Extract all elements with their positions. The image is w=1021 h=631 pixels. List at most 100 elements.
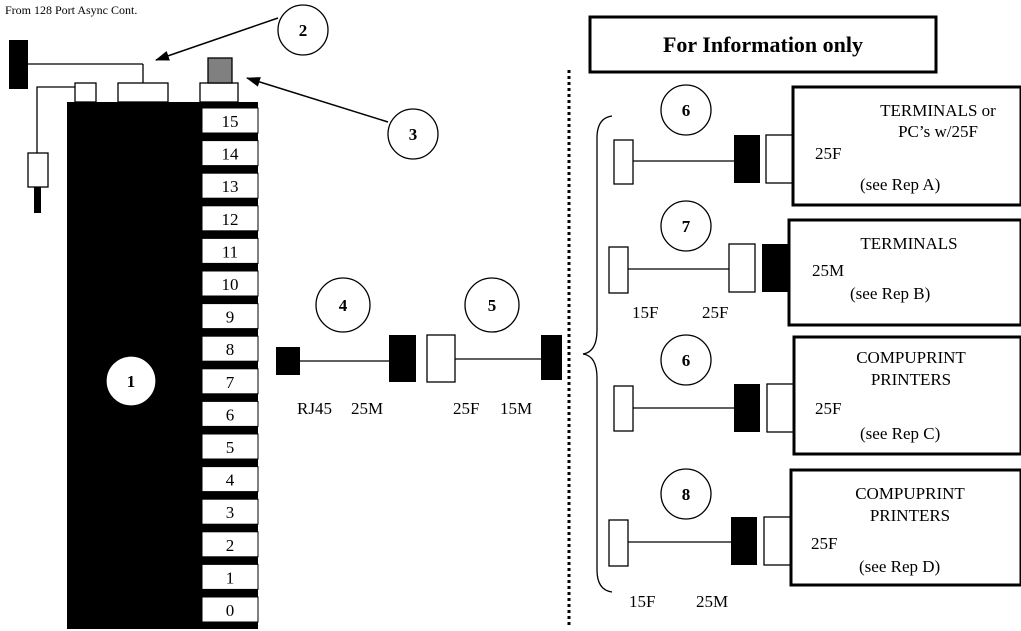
device-4-line-1: COMPUPRINT bbox=[855, 484, 965, 503]
port-box bbox=[201, 531, 259, 558]
row4-label-left: 15F bbox=[629, 592, 655, 611]
port-box bbox=[201, 172, 259, 199]
info-title: For Information only bbox=[663, 32, 863, 57]
device-box-2 bbox=[787, 218, 1021, 327]
callout-1: 1 bbox=[127, 372, 136, 391]
device-1-line-2: PC’s w/25F bbox=[898, 122, 978, 141]
row2-male-socket bbox=[762, 244, 789, 292]
row4-label-right: 25M bbox=[696, 592, 728, 611]
callout-circle-3 bbox=[387, 108, 439, 160]
port-number: 2 bbox=[226, 536, 235, 555]
row3-male-connector bbox=[734, 384, 760, 432]
port-number: 12 bbox=[222, 210, 239, 229]
callout-circle-7 bbox=[660, 200, 712, 252]
callout-7: 7 bbox=[682, 217, 691, 236]
device-3-line-1: COMPUPRINT bbox=[856, 348, 966, 367]
callout-6a: 6 bbox=[682, 101, 691, 120]
device-3-rep: (see Rep C) bbox=[860, 424, 940, 443]
port-number: 5 bbox=[226, 438, 235, 457]
port-number: 0 bbox=[226, 601, 235, 620]
db15-male-plug bbox=[541, 335, 562, 380]
port-number: 15 bbox=[222, 112, 239, 131]
label-25f: 25F bbox=[453, 399, 479, 418]
power-cable-line bbox=[36, 86, 75, 153]
port-box bbox=[201, 303, 259, 330]
curly-brace bbox=[582, 115, 613, 593]
power-plug bbox=[27, 152, 49, 188]
device-3-conn: 25F bbox=[815, 399, 841, 418]
port-box bbox=[201, 466, 259, 493]
row2-db15-connector bbox=[608, 246, 629, 294]
callout-4: 4 bbox=[339, 296, 348, 315]
port-box bbox=[201, 433, 259, 460]
row3-female-socket bbox=[766, 383, 795, 433]
callout-2: 2 bbox=[299, 21, 308, 40]
row1-db15-connector bbox=[613, 139, 634, 185]
port-box bbox=[201, 335, 259, 362]
device-1-conn: 25F bbox=[815, 144, 841, 163]
port-box bbox=[201, 596, 259, 623]
device-2-line-1: TERMINALS bbox=[860, 234, 957, 253]
device-4-line-2: PRINTERS bbox=[870, 506, 950, 525]
callout-circle-2 bbox=[277, 4, 329, 56]
host-port-connector bbox=[117, 82, 169, 103]
port-number: 3 bbox=[226, 503, 235, 522]
device-box-4 bbox=[789, 468, 1021, 587]
label-25m: 25M bbox=[351, 399, 383, 418]
power-socket bbox=[74, 82, 97, 103]
port-number: 14 bbox=[222, 145, 240, 164]
port-box bbox=[201, 107, 259, 134]
port-box bbox=[201, 237, 259, 264]
port-number: 10 bbox=[222, 275, 239, 294]
source-connector-block bbox=[9, 40, 28, 89]
port-number: 6 bbox=[226, 405, 235, 424]
port-box bbox=[201, 270, 259, 297]
port-box bbox=[201, 368, 259, 395]
row3-db15-connector bbox=[613, 385, 634, 432]
arrow-2 bbox=[155, 17, 279, 61]
row2-female-connector bbox=[728, 243, 756, 293]
db25-male-plug bbox=[389, 335, 416, 382]
row1-male-connector bbox=[734, 135, 760, 183]
callout-circle-6a bbox=[660, 84, 712, 136]
device-4-rep: (see Rep D) bbox=[859, 557, 940, 576]
port-number: 8 bbox=[226, 340, 235, 359]
port-box bbox=[201, 140, 259, 167]
arrow-3 bbox=[246, 77, 389, 123]
row4-db15-connector bbox=[608, 519, 629, 567]
port-box bbox=[201, 205, 259, 232]
port-box bbox=[201, 400, 259, 427]
db25-female-plug bbox=[426, 334, 456, 383]
callout-3: 3 bbox=[409, 125, 418, 144]
device-1-line-1: TERMINALS or bbox=[880, 101, 996, 120]
device-3-line-2: PRINTERS bbox=[871, 370, 951, 389]
port-number: 1 bbox=[226, 568, 235, 587]
source-label: From 128 Port Async Cont. bbox=[5, 3, 137, 17]
label-rj45: RJ45 bbox=[297, 399, 332, 418]
device-2-conn: 25M bbox=[812, 261, 844, 280]
gray-switch bbox=[207, 57, 233, 84]
port-box bbox=[201, 498, 259, 525]
port-number: 4 bbox=[226, 471, 235, 490]
port-number: 7 bbox=[226, 373, 235, 392]
info-title-box bbox=[588, 15, 938, 74]
device-2-rep: (see Rep B) bbox=[850, 284, 930, 303]
row4-male-connector bbox=[731, 517, 757, 565]
port-box bbox=[201, 563, 259, 590]
callout-circle-5 bbox=[464, 277, 520, 333]
row4-female-socket bbox=[763, 516, 792, 566]
row1-female-socket bbox=[765, 134, 794, 184]
port-number: 13 bbox=[222, 177, 239, 196]
callout-circle-6b bbox=[660, 334, 712, 386]
callout-circle-1 bbox=[105, 355, 157, 407]
callout-6b: 6 bbox=[682, 351, 691, 370]
row2-label-left: 15F bbox=[632, 303, 658, 322]
switch-socket bbox=[199, 82, 239, 103]
device-box-1 bbox=[791, 85, 1021, 207]
row2-label-right: 25F bbox=[702, 303, 728, 322]
callout-circle-4 bbox=[315, 277, 371, 333]
device-1-rep: (see Rep A) bbox=[860, 175, 940, 194]
callout-8: 8 bbox=[682, 485, 691, 504]
